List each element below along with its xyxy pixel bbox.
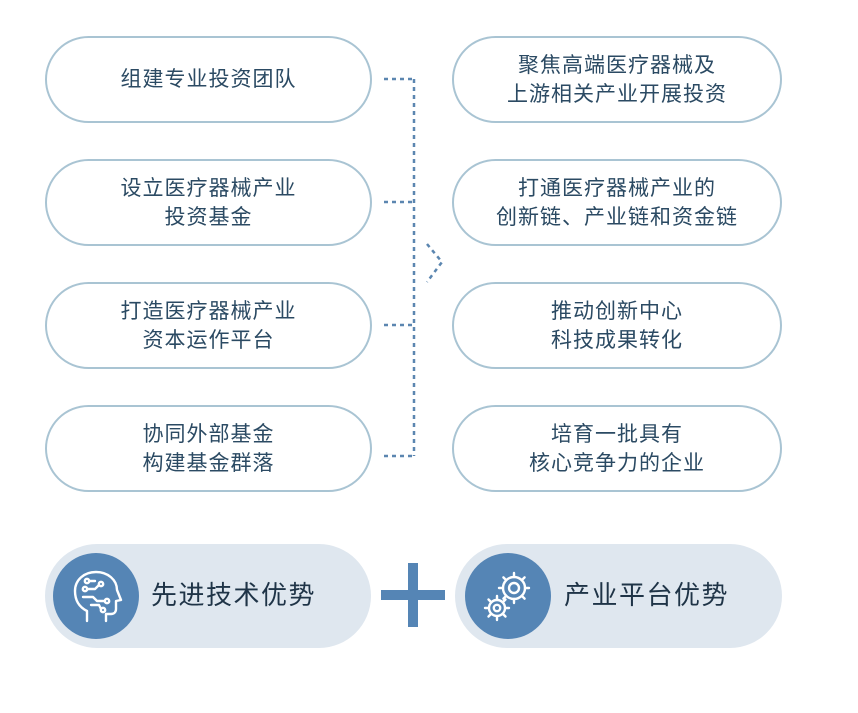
right-item-3: 推动创新中心 科技成果转化 (452, 282, 782, 369)
right-item-1: 聚焦高端医疗器械及 上游相关产业开展投资 (452, 36, 782, 123)
left-item-2-line-2: 投资基金 (164, 204, 253, 229)
right-item-2-line-2: 创新链、产业链和资金链 (496, 204, 738, 229)
advantage-industry-platform-label: 产业平台优势 (564, 581, 730, 611)
left-item-4-line-1: 协同外部基金 (142, 421, 275, 446)
right-item-2: 打通医疗器械产业的 创新链、产业链和资金链 (452, 159, 782, 246)
right-item-4-line-2: 核心竞争力的企业 (529, 450, 705, 475)
advantage-industry-platform: 产业平台优势 (455, 544, 782, 648)
right-item-1-line-2: 上游相关产业开展投资 (507, 81, 727, 106)
ai-head-icon (53, 553, 139, 639)
left-item-3-line-1: 打造医疗器械产业 (120, 298, 297, 323)
right-item-4-line-1: 培育一批具有 (551, 421, 683, 446)
left-item-2: 设立医疗器械产业 投资基金 (45, 159, 372, 246)
gears-icon (465, 553, 551, 639)
left-item-2-line-1: 设立医疗器械产业 (120, 175, 297, 200)
right-item-4: 培育一批具有 核心竞争力的企业 (452, 405, 782, 492)
right-item-3-line-1: 推动创新中心 (551, 298, 683, 323)
right-item-2-line-1: 打通医疗器械产业的 (518, 175, 716, 200)
left-item-4: 协同外部基金 构建基金群落 (45, 405, 372, 492)
plus-icon (381, 563, 445, 627)
right-item-1-line-1: 聚焦高端医疗器械及 (518, 52, 716, 77)
left-item-1-line-1: 组建专业投资团队 (120, 67, 297, 91)
right-item-3-line-2: 科技成果转化 (551, 327, 683, 352)
advantage-technology-label: 先进技术优势 (151, 581, 317, 611)
left-item-3: 打造医疗器械产业 资本运作平台 (45, 282, 372, 369)
chevron-right-icon (426, 243, 444, 283)
left-item-1: 组建专业投资团队 (45, 36, 372, 123)
left-item-3-line-2: 资本运作平台 (142, 327, 275, 352)
left-item-4-line-2: 构建基金群落 (142, 450, 275, 475)
advantage-technology: 先进技术优势 (45, 544, 371, 648)
